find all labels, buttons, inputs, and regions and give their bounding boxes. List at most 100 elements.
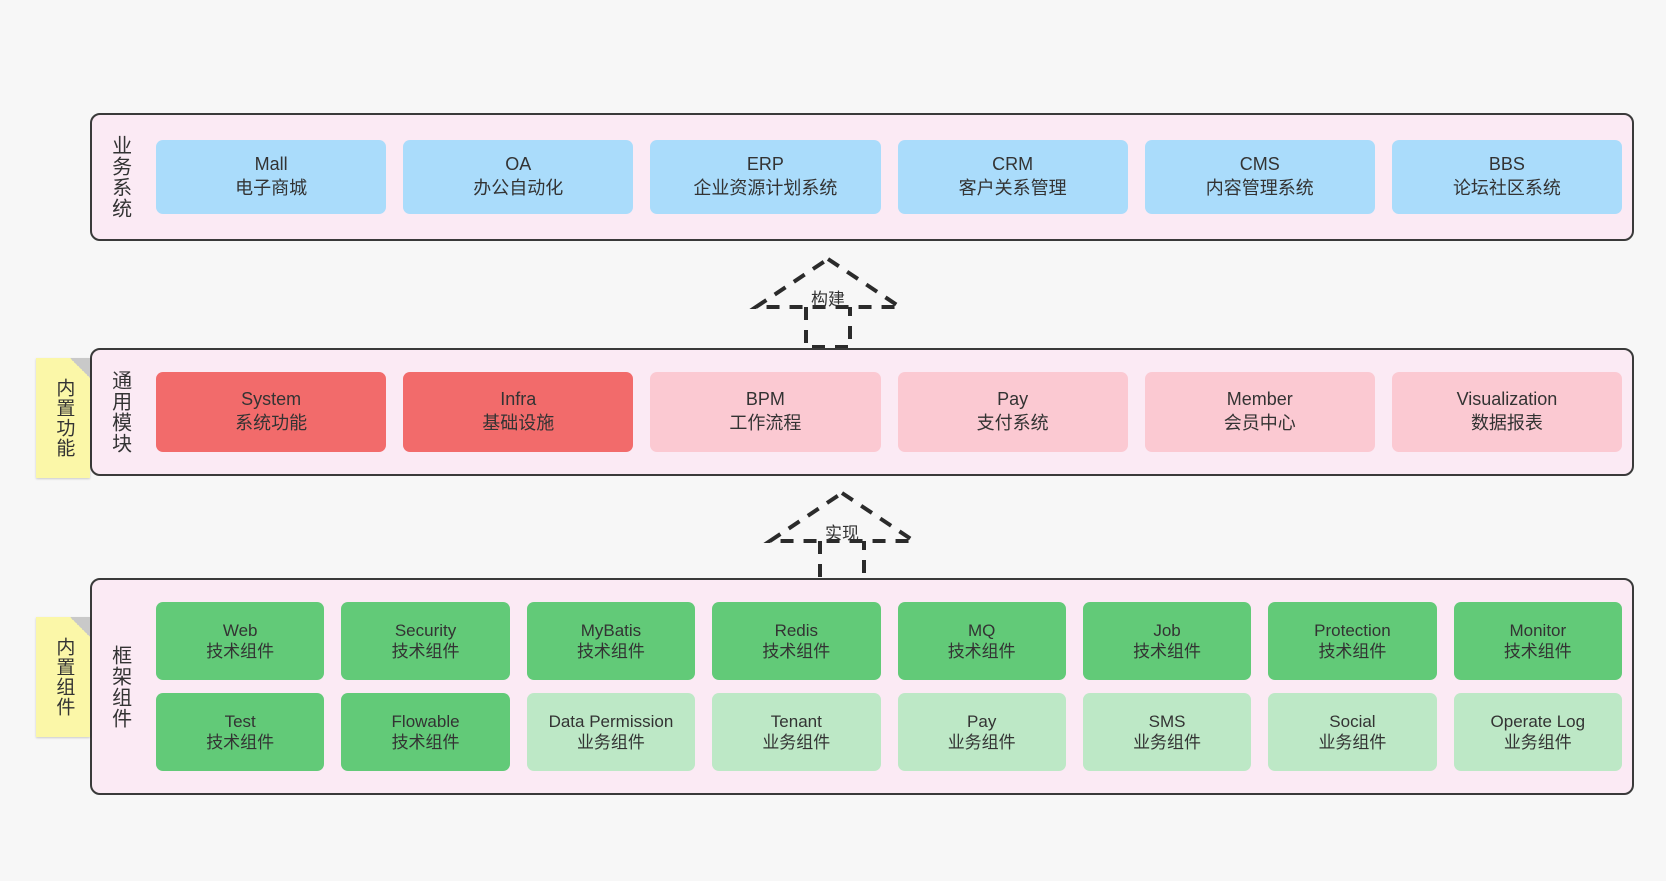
node-label-cn: 技术组件 <box>947 642 1016 661</box>
node-label-en: SMS <box>1148 711 1186 731</box>
node-label-en: Tenant <box>770 711 822 731</box>
node-infra[interactable]: Infra 基础设施 <box>403 372 634 452</box>
node-label-cn: 论坛社区系统 <box>1452 178 1561 198</box>
node-operate-log[interactable]: Operate Log 业务组件 <box>1453 693 1622 771</box>
node-label-cn: 业务组件 <box>1133 733 1202 752</box>
node-label-cn: 技术组件 <box>576 642 645 661</box>
folded-corner-icon <box>70 617 90 637</box>
sticky-note-label: 内置组件 <box>53 637 75 717</box>
node-cms[interactable]: CMS 内容管理系统 <box>1144 140 1375 214</box>
node-label-en: CMS <box>1239 154 1280 175</box>
node-label-cn: 技术组件 <box>391 642 460 661</box>
layer-framework-components: 框架组件 Web 技术组件 Security 技术组件 MyBatis 技术组件… <box>90 578 1634 795</box>
layer-title-general-modules: 通用模块 <box>108 370 131 454</box>
node-sms[interactable]: SMS 业务组件 <box>1082 693 1252 771</box>
dashed-hollow-triangle-arrow-icon <box>763 490 921 583</box>
sticky-note-label: 内置功能 <box>53 378 75 458</box>
node-label-cn: 内容管理系统 <box>1205 178 1314 198</box>
node-label-cn: 技术组件 <box>1133 642 1202 661</box>
node-label-cn: 数据报表 <box>1470 413 1543 433</box>
node-redis[interactable]: Redis 技术组件 <box>712 602 881 680</box>
layer-general-modules: 通用模块 System 系统功能 Infra 基础设施 BPM 工作流程 Pay… <box>90 348 1634 476</box>
node-label-cn: 业务组件 <box>762 733 831 752</box>
node-label-en: Member <box>1226 389 1293 410</box>
node-label-en: OA <box>505 154 532 175</box>
layer-business-systems: 业务系统 Mall 电子商城 OA 办公自动化 ERP 企业资源计划系统 CRM… <box>90 113 1634 241</box>
node-label-en: Operate Log <box>1490 711 1586 731</box>
node-flowable[interactable]: Flowable 技术组件 <box>341 693 510 771</box>
node-label-cn: 企业资源计划系统 <box>693 178 838 198</box>
node-label-en: MQ <box>967 620 996 640</box>
node-label-cn: 业务组件 <box>1318 733 1387 752</box>
node-label-cn: 会员中心 <box>1223 413 1296 433</box>
node-pay-component[interactable]: Pay 业务组件 <box>897 693 1066 771</box>
node-label-cn: 电子商城 <box>235 178 308 198</box>
node-label-en: Job <box>1153 620 1181 640</box>
folded-corner-icon <box>70 358 90 378</box>
node-label-en: Infra <box>500 389 537 410</box>
node-job[interactable]: Job 技术组件 <box>1082 602 1252 680</box>
node-label-en: MyBatis <box>580 620 642 640</box>
node-member[interactable]: Member 会员中心 <box>1144 372 1375 452</box>
node-label-en: Mall <box>254 154 288 175</box>
node-label-cn: 业务组件 <box>947 733 1016 752</box>
node-bbs[interactable]: BBS 论坛社区系统 <box>1391 140 1623 214</box>
node-label-en: Test <box>224 711 256 731</box>
node-label-en: Web <box>222 620 258 640</box>
node-test[interactable]: Test 技术组件 <box>156 693 325 771</box>
node-label-cn: 工作流程 <box>729 413 802 433</box>
node-label-en: BPM <box>745 389 785 410</box>
sticky-note-builtin-components: 内置组件 <box>36 617 90 737</box>
node-web[interactable]: Web 技术组件 <box>156 602 325 680</box>
node-label-cn: 办公自动化 <box>473 178 564 198</box>
layer-body-business-systems: Mall 电子商城 OA 办公自动化 ERP 企业资源计划系统 CRM 客户关系… <box>146 115 1632 239</box>
node-label-cn: 技术组件 <box>1503 642 1572 661</box>
node-label-en: Pay <box>997 389 1029 410</box>
node-label-cn: 客户关系管理 <box>958 178 1067 198</box>
node-security[interactable]: Security 技术组件 <box>341 602 510 680</box>
node-pay[interactable]: Pay 支付系统 <box>897 372 1128 452</box>
arrow-label-implement: 实现 <box>825 524 859 543</box>
generalization-arrow-build: 构建 <box>748 253 908 353</box>
node-protection[interactable]: Protection 技术组件 <box>1268 602 1437 680</box>
node-label-cn: 基础设施 <box>482 413 555 433</box>
generalization-arrow-implement: 实现 <box>762 487 922 587</box>
node-label-en: System <box>241 389 302 410</box>
node-tenant[interactable]: Tenant 业务组件 <box>712 693 881 771</box>
node-label-cn: 业务组件 <box>1503 733 1572 752</box>
row: System 系统功能 Infra 基础设施 BPM 工作流程 Pay 支付系统… <box>156 372 1623 452</box>
node-label-en: Monitor <box>1509 620 1567 640</box>
node-label-en: Redis <box>774 620 819 640</box>
node-label-cn: 技术组件 <box>391 733 460 752</box>
node-label-en: Protection <box>1314 620 1391 640</box>
node-monitor[interactable]: Monitor 技术组件 <box>1453 602 1622 680</box>
node-system[interactable]: System 系统功能 <box>156 372 387 452</box>
row: Mall 电子商城 OA 办公自动化 ERP 企业资源计划系统 CRM 客户关系… <box>156 140 1623 214</box>
layer-title-framework-components: 框架组件 <box>108 644 131 729</box>
node-crm[interactable]: CRM 客户关系管理 <box>897 140 1128 214</box>
node-label-cn: 业务组件 <box>576 733 645 752</box>
layer-body-framework-components: Web 技术组件 Security 技术组件 MyBatis 技术组件 Redi… <box>146 580 1632 793</box>
node-label-en: Security <box>394 620 457 640</box>
node-visualization[interactable]: Visualization 数据报表 <box>1391 372 1623 452</box>
node-mybatis[interactable]: MyBatis 技术组件 <box>526 602 696 680</box>
node-label-en: ERP <box>746 154 784 175</box>
node-label-cn: 系统功能 <box>235 413 308 433</box>
node-label-en: Pay <box>967 711 997 731</box>
node-erp[interactable]: ERP 企业资源计划系统 <box>650 140 881 214</box>
row: Test 技术组件 Flowable 技术组件 Data Permission … <box>156 693 1622 771</box>
node-label-en: Data Permission <box>548 711 674 731</box>
node-bpm[interactable]: BPM 工作流程 <box>650 372 881 452</box>
node-label-en: Social <box>1329 711 1376 731</box>
node-label-cn: 技术组件 <box>206 733 275 752</box>
node-mall[interactable]: Mall 电子商城 <box>156 140 387 214</box>
node-oa[interactable]: OA 办公自动化 <box>403 140 634 214</box>
node-mq[interactable]: MQ 技术组件 <box>897 602 1066 680</box>
node-social[interactable]: Social 业务组件 <box>1268 693 1437 771</box>
dashed-hollow-triangle-arrow-icon <box>749 256 907 349</box>
node-data-permission[interactable]: Data Permission 业务组件 <box>526 693 696 771</box>
node-label-cn: 技术组件 <box>206 642 275 661</box>
node-label-cn: 技术组件 <box>762 642 831 661</box>
node-label-en: Flowable <box>391 711 460 731</box>
sticky-note-builtin-features: 内置功能 <box>36 358 90 478</box>
